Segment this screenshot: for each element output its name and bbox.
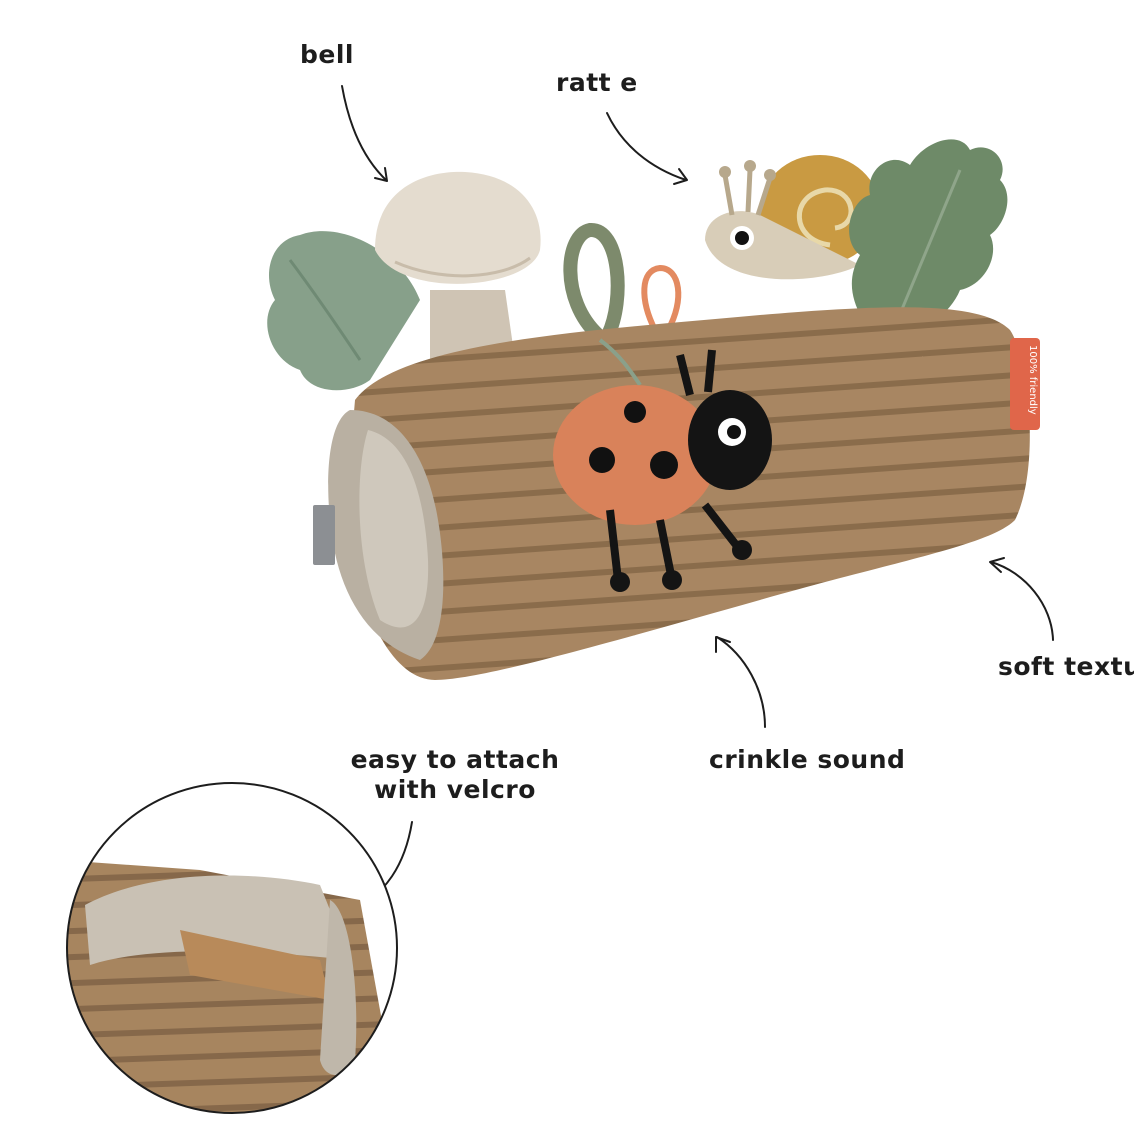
brand-tag-text: 100% friendly	[1027, 345, 1038, 415]
arrow-icon	[989, 557, 1054, 641]
arrow-icon	[715, 636, 766, 728]
label-velcro: easy to attach with velcro	[340, 745, 570, 805]
label-rattle: ratt e	[556, 68, 638, 97]
arrow-icon	[341, 85, 388, 182]
loop-tag	[563, 223, 682, 341]
brand-tag	[1010, 338, 1040, 430]
label-bell: bell	[300, 40, 354, 69]
ladybug	[553, 338, 772, 592]
velcro-detail-inset	[66, 782, 398, 1114]
label-velcro-line2: with velcro	[374, 775, 536, 804]
label-velcro-line1: easy to attach	[350, 745, 560, 774]
label-crinkle-sound: crinkle sound	[709, 745, 906, 774]
label-soft-texture: soft textu	[998, 652, 1134, 681]
clover-leaf	[267, 231, 420, 391]
arrow-icon	[606, 112, 688, 185]
